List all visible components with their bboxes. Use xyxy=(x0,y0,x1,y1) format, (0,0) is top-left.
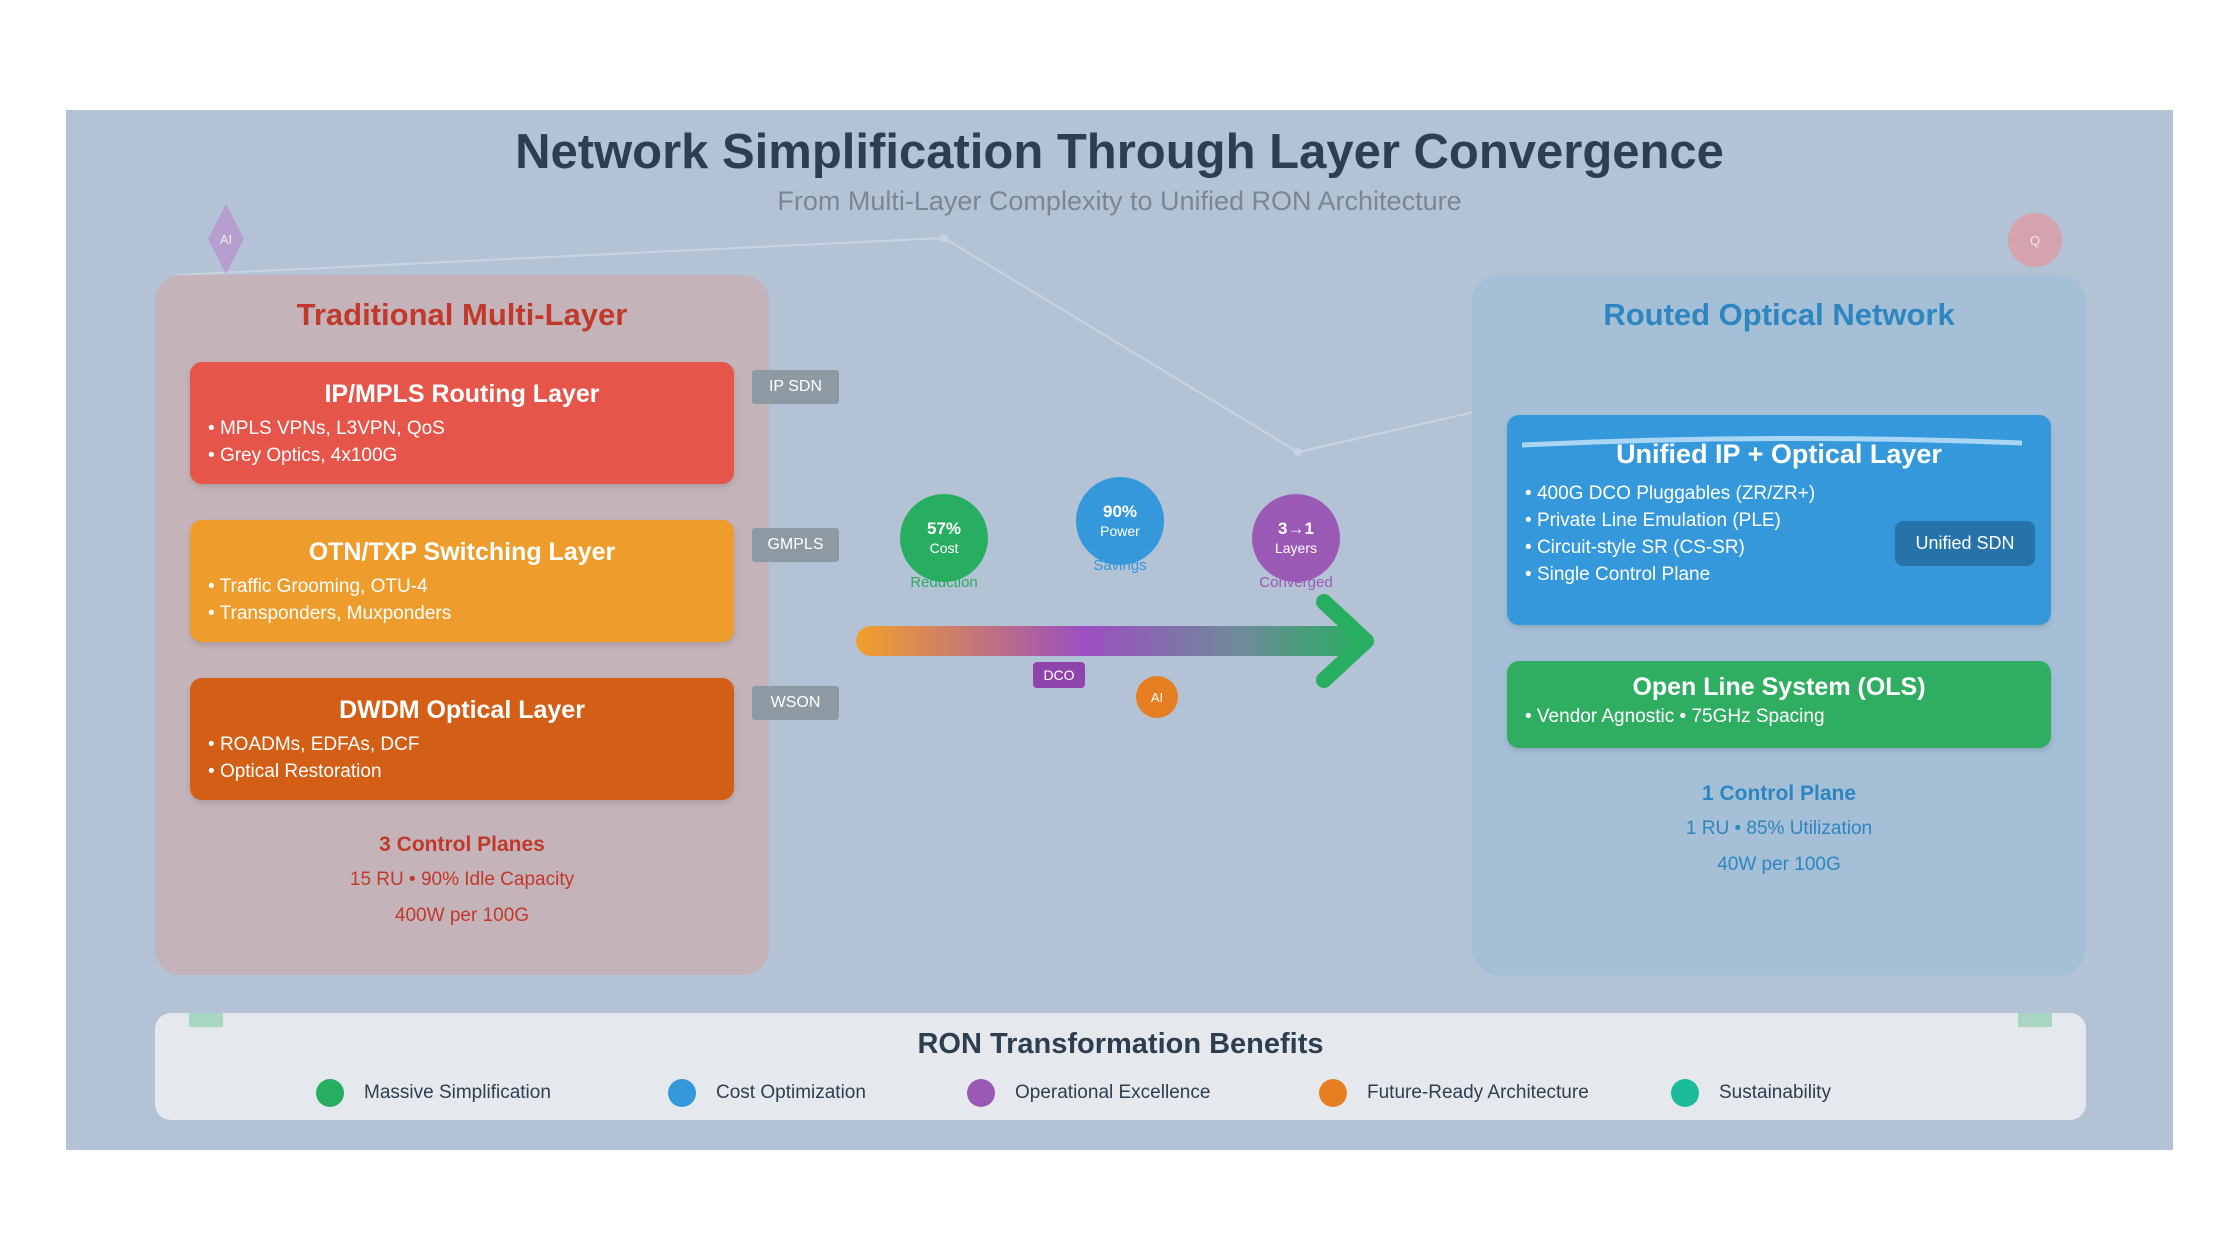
teal-dot-icon xyxy=(1671,1079,1699,1107)
ip-mpls-layer-bullets: MPLS VPNs, L3VPN, QoS Grey Optics, 4x100… xyxy=(208,415,734,469)
unified-layer-box: Unified IP + Optical Layer 400G DCO Plug… xyxy=(1507,415,2051,625)
light-streak-icon xyxy=(1522,435,2022,448)
blue-dot-icon xyxy=(668,1079,696,1107)
layers-converged-metric: 3→1 Layers xyxy=(1252,494,1340,582)
corner-accent xyxy=(2018,1013,2052,1027)
unified-layer-bullets: 400G DCO Pluggables (ZR/ZR+) Private Lin… xyxy=(1525,480,2051,588)
benefit-item: Future-Ready Architecture xyxy=(1319,1078,1589,1108)
unified-layer-title: Unified IP + Optical Layer xyxy=(1616,439,1942,469)
unified-bullet: Private Line Emulation (PLE) xyxy=(1525,507,2051,534)
benefits-title: RON Transformation Benefits xyxy=(917,1028,1324,1060)
metric-caption: Savings xyxy=(1093,557,1147,574)
traditional-control-planes: 3 Control Planes xyxy=(379,833,545,856)
benefit-item: Cost Optimization xyxy=(668,1078,866,1108)
ron-summary: 1 Control Plane 1 RU • 85% Utilization 4… xyxy=(1472,782,2086,890)
benefit-item: Operational Excellence xyxy=(967,1078,1210,1108)
dwdm-bullet: Optical Restoration xyxy=(208,758,734,785)
metric-value: 57% xyxy=(926,519,962,538)
slide-canvas: Network Simplification Through Layer Con… xyxy=(66,110,2173,1150)
metric-label: Power xyxy=(1100,523,1140,539)
traditional-ru-capacity: 15 RU • 90% Idle Capacity xyxy=(349,869,575,890)
unified-bullet: 400G DCO Pluggables (ZR/ZR+) xyxy=(1525,480,2051,507)
metric-label: Layers xyxy=(1274,540,1318,556)
q-circle-icon: Q xyxy=(2008,213,2062,267)
ip-mpls-bullet: MPLS VPNs, L3VPN, QoS xyxy=(208,415,734,442)
benefit-label: Sustainability xyxy=(1719,1082,1831,1103)
transformation-arrow-icon xyxy=(856,594,1374,688)
ron-power: 40W per 100G xyxy=(1717,854,1841,875)
benefit-label: Cost Optimization xyxy=(716,1082,866,1103)
ron-panel: Routed Optical Network xyxy=(1472,275,2086,975)
ip-mpls-bullet: Grey Optics, 4x100G xyxy=(208,442,734,469)
gmpls-tag: GMPLS xyxy=(752,528,839,562)
dwdm-layer-bullets: ROADMs, EDFAs, DCF Optical Restoration xyxy=(208,731,734,785)
dwdm-bullet: ROADMs, EDFAs, DCF xyxy=(208,731,734,758)
benefit-label: Future-Ready Architecture xyxy=(1367,1082,1589,1103)
ols-details: • Vendor Agnostic • 75GHz Spacing xyxy=(1525,706,1825,727)
ron-title: Routed Optical Network xyxy=(1603,297,1955,332)
corner-accent xyxy=(189,1013,223,1027)
benefit-label: Operational Excellence xyxy=(1015,1082,1211,1103)
otn-txp-layer-title: OTN/TXP Switching Layer xyxy=(308,538,616,566)
traditional-summary: 3 Control Planes 15 RU • 90% Idle Capaci… xyxy=(155,833,769,941)
purple-dot-icon xyxy=(967,1079,995,1107)
unified-bullet: Single Control Plane xyxy=(1525,561,2051,588)
ron-ru-utilization: 1 RU • 85% Utilization xyxy=(1685,818,1873,839)
benefit-item: Massive Simplification xyxy=(316,1078,551,1108)
page-title: Network Simplification Through Layer Con… xyxy=(515,125,1724,179)
otn-txp-layer-bullets: Traffic Grooming, OTU-4 Transponders, Mu… xyxy=(208,573,734,627)
ip-mpls-layer-title: IP/MPLS Routing Layer xyxy=(324,380,600,408)
metric-value: 90% xyxy=(1102,502,1138,521)
green-dot-icon xyxy=(316,1079,344,1107)
ai-diamond-icon: AI xyxy=(208,204,244,274)
page-subtitle: From Multi-Layer Complexity to Unified R… xyxy=(777,186,1462,216)
metric-caption: Converged xyxy=(1259,574,1333,591)
wson-tag: WSON xyxy=(752,686,839,720)
otn-txp-layer-box: OTN/TXP Switching Layer Traffic Grooming… xyxy=(190,520,734,642)
unified-bullet: Circuit-style SR (CS-SR) xyxy=(1525,534,2051,561)
ols-box: Open Line System (OLS) • Vendor Agnostic… xyxy=(1507,661,2051,748)
metric-caption: Reduction xyxy=(910,574,978,591)
traditional-power: 400W per 100G xyxy=(394,905,530,926)
otn-txp-bullet: Transponders, Muxponders xyxy=(208,600,734,627)
ols-title: Open Line System (OLS) xyxy=(1632,673,1926,701)
power-savings-metric: 90% Power xyxy=(1076,477,1164,565)
orange-dot-icon xyxy=(1319,1079,1347,1107)
ip-mpls-layer-box: IP/MPLS Routing Layer MPLS VPNs, L3VPN, … xyxy=(190,362,734,484)
dwdm-layer-box: DWDM Optical Layer ROADMs, EDFAs, DCF Op… xyxy=(190,678,734,800)
ron-control-planes: 1 Control Plane xyxy=(1701,782,1857,805)
dco-badge: DCO xyxy=(1033,662,1085,688)
ai-badge-icon: AI xyxy=(1136,676,1178,718)
benefit-label: Massive Simplification xyxy=(364,1082,551,1103)
svg-text:AI: AI xyxy=(220,232,232,247)
otn-txp-bullet: Traffic Grooming, OTU-4 xyxy=(208,573,734,600)
ip-sdn-tag: IP SDN xyxy=(752,370,839,404)
metric-value: 3→1 xyxy=(1278,519,1314,538)
unified-sdn-tag: Unified SDN xyxy=(1895,521,2035,566)
cost-reduction-metric: 57% Cost xyxy=(900,494,988,582)
benefits-bar: RON Transformation Benefits Massive Simp… xyxy=(155,1013,2086,1120)
dwdm-layer-title: DWDM Optical Layer xyxy=(339,696,585,724)
benefit-item: Sustainability xyxy=(1671,1078,1831,1108)
traditional-title: Traditional Multi-Layer xyxy=(296,297,628,332)
metric-label: Cost xyxy=(929,540,959,556)
